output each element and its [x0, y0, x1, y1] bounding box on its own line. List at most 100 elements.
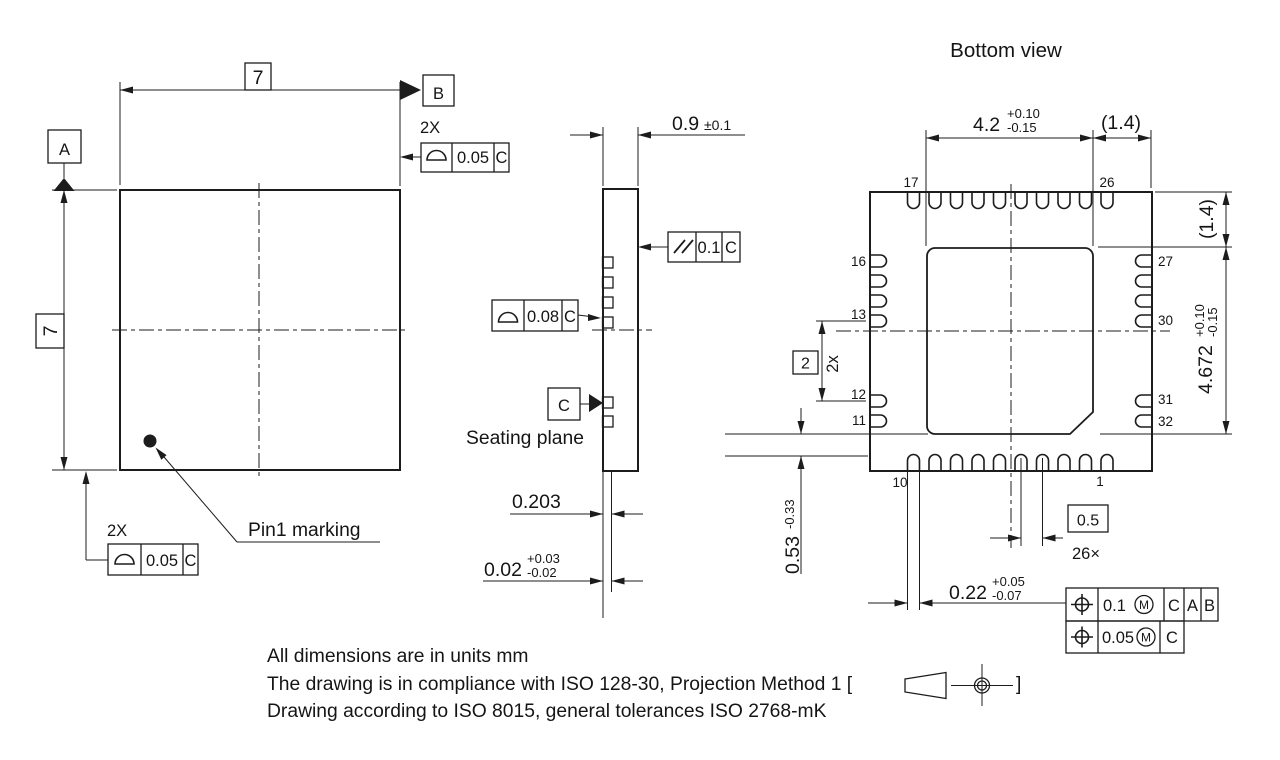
dim-epad-height: (1.4) 4.672 +0.10 -0.15 [1098, 191, 1232, 435]
dim-epad-to-lead: 0.53 -0.33 [725, 408, 928, 574]
datum-a-triangle [53, 178, 75, 191]
fcf-position-frames: 0.1 M C A B 0.05 M C [1065, 587, 1219, 654]
profile-surface-icon [426, 149, 447, 161]
pin-label-10: 10 [892, 475, 907, 490]
position-icon [1071, 594, 1093, 615]
pin1-marking: Pin1 marking [143, 434, 380, 543]
note-line-3: Drawing according to ISO 8015, general t… [267, 701, 827, 722]
svg-text:0.05: 0.05 [146, 552, 178, 570]
lead-pad-top [1078, 192, 1093, 210]
count-leads: 26× [1072, 545, 1100, 563]
view-title: Bottom view [950, 39, 1062, 62]
count-label: 2X [420, 119, 440, 137]
mmc-modifier-icon [1136, 627, 1156, 647]
datum-c-label: C [558, 397, 570, 415]
notes: All dimensions are in units mm The drawi… [267, 646, 1021, 722]
lead-pad-right [1134, 254, 1152, 268]
lead-pad-top [971, 192, 985, 210]
datum-b-label: B [433, 85, 444, 103]
svg-text:0.22: 0.22 [949, 582, 987, 604]
svg-text:C: C [1166, 629, 1178, 647]
svg-text:0.05: 0.05 [1102, 629, 1134, 647]
bottom-view: Bottom view 4.2 +0.10 -0.15 (1.4) [725, 39, 1232, 654]
pin-label-27: 27 [1158, 254, 1173, 269]
svg-text:4.2: 4.2 [973, 114, 1000, 136]
pin-label-26: 26 [1099, 175, 1114, 190]
dim-body-height: 7 A [35, 129, 117, 471]
svg-text:+0.10: +0.10 [1192, 304, 1207, 337]
lead-pad-bottom [971, 453, 985, 471]
dim-pitch: 0.5 26× [990, 458, 1109, 563]
dim-thickness: 0.9 ±0.1 [570, 113, 745, 186]
pin-label-12: 12 [851, 387, 866, 402]
note-line-1: All dimensions are in units mm [267, 646, 528, 667]
lead-cross-sections [601, 256, 614, 428]
lead-pad-top [928, 192, 942, 210]
svg-text:C: C [725, 239, 737, 257]
note-line-2: The drawing is in compliance with ISO 12… [267, 674, 853, 695]
dim-edge-top: (1.4) [1101, 112, 1141, 134]
pin-label-13: 13 [851, 307, 866, 322]
svg-text:M: M [1139, 598, 1149, 612]
dim-edge-right: (1.4) [1196, 199, 1218, 239]
svg-text:0.08: 0.08 [527, 308, 559, 326]
svg-text:+0.10: +0.10 [1007, 106, 1040, 121]
lead-pad-bottom [1100, 453, 1114, 471]
svg-text:M: M [1141, 631, 1151, 645]
pin-label-17: 17 [903, 175, 918, 190]
projection-method-icon [904, 664, 1013, 706]
lead-pad-top [906, 192, 921, 210]
lead-pad-right [1134, 294, 1152, 308]
lead-pad-bottom [928, 453, 942, 471]
pin-label-30: 30 [1158, 313, 1173, 328]
lead-pad-top [1014, 192, 1028, 210]
svg-text:2: 2 [801, 356, 810, 373]
svg-text:0.9: 0.9 [672, 113, 699, 135]
pin1-dot [143, 434, 157, 448]
datum-a-label: A [59, 141, 70, 159]
dim-body-height-value: 7 [40, 326, 62, 337]
svg-text:0.5: 0.5 [1077, 513, 1099, 530]
pin-label-11: 11 [852, 413, 866, 428]
pin-label-16: 16 [851, 254, 866, 269]
dim-epad-width: 4.2 +0.10 -0.15 (1.4) [925, 106, 1152, 246]
lead-pad-right [1134, 274, 1152, 288]
lead-pad-left [870, 254, 888, 268]
svg-text:0.02: 0.02 [484, 559, 522, 581]
svg-text:0.1: 0.1 [698, 239, 721, 257]
datum-c: C Seating plane [466, 387, 603, 449]
position-icon [1071, 626, 1093, 648]
svg-text:+0.05: +0.05 [992, 574, 1025, 589]
side-view: 0.9 ±0.1 0.1 C 0.08 C [466, 113, 745, 618]
exposed-pad [926, 247, 1094, 435]
lead-pad-top [992, 192, 1007, 210]
svg-text:C: C [564, 308, 576, 326]
profile-surface-icon [114, 553, 135, 565]
svg-text:-0.02: -0.02 [527, 565, 557, 580]
dim-body-width: 7 B [119, 62, 455, 186]
svg-text:A: A [1187, 597, 1198, 615]
fcf-profile-bottom: 2X 0.05 C [82, 471, 199, 576]
lead-pad-left [870, 294, 888, 308]
lead-pad-bottom [992, 453, 1007, 471]
svg-text:±0.1: ±0.1 [704, 117, 731, 133]
lead-pads-right-column [1134, 254, 1152, 428]
lead-pad-left [870, 414, 888, 428]
lead-pad-top [949, 192, 964, 210]
svg-text:0.05: 0.05 [457, 149, 489, 167]
lead-pad-bottom [1014, 453, 1028, 471]
count-label: 2X [107, 522, 127, 540]
datum-b-triangle [400, 80, 421, 100]
svg-text:0.53: 0.53 [782, 536, 804, 574]
count-pin-group: 2x [824, 355, 842, 373]
svg-text:B: B [1204, 597, 1215, 615]
datum-b-box [422, 74, 455, 107]
pin1-label: Pin1 marking [248, 520, 361, 541]
dim-pin-group-gap: 2 2x [792, 320, 866, 402]
svg-text:-0.33: -0.33 [782, 499, 797, 529]
fcf-parallelism: 0.1 C [638, 231, 741, 263]
svg-text:-0.07: -0.07 [992, 588, 1022, 603]
lead-pads-left-column [870, 254, 888, 428]
